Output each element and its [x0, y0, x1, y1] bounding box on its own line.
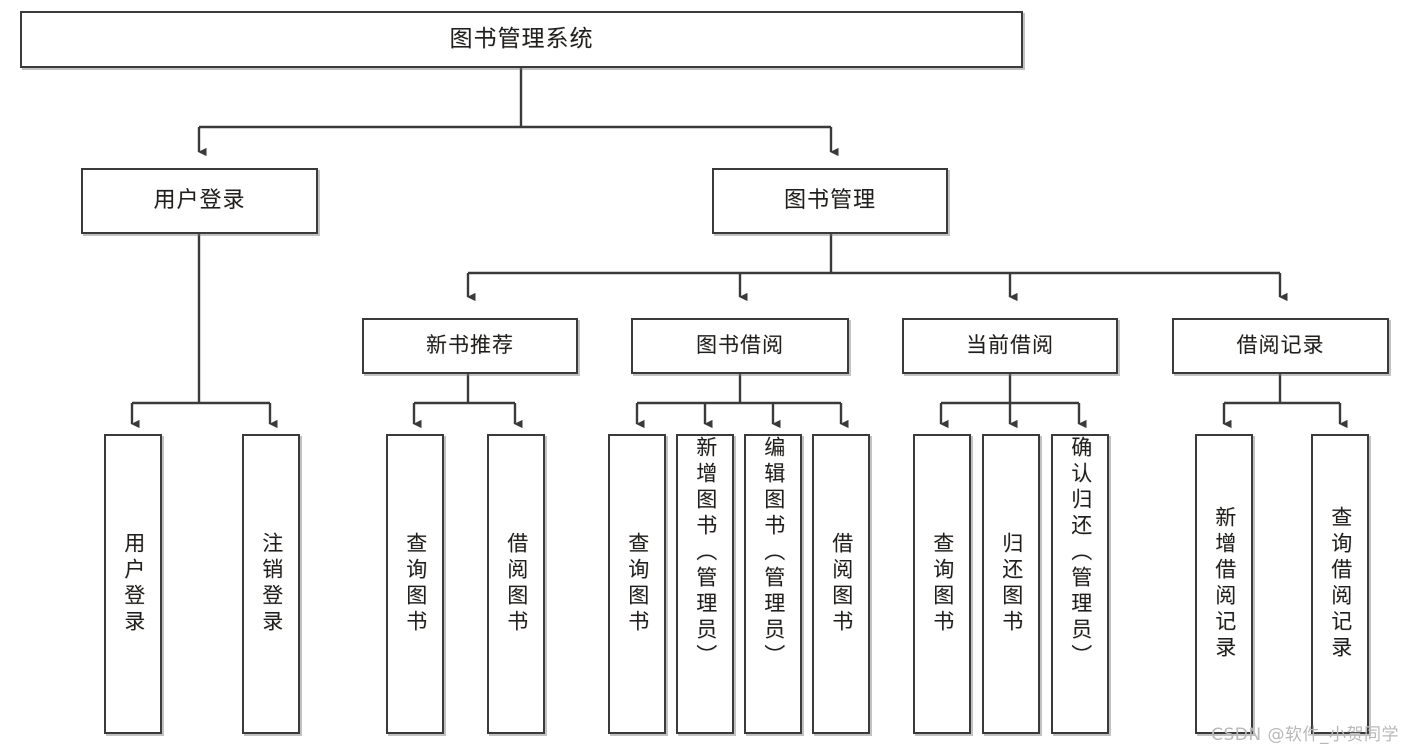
leaf-new-book-borrow-label: 借阅图书 [504, 532, 529, 636]
node-borrow-record-label: 借阅记录 [1236, 333, 1325, 358]
leaf-current-borrow-return[interactable]: 归还图书 [982, 434, 1040, 734]
leaf-record-query-label: 查询借阅记录 [1328, 506, 1353, 662]
leaf-new-book-query-label: 查询图书 [403, 532, 428, 636]
leaf-current-borrow-query[interactable]: 查询图书 [913, 434, 971, 734]
leaf-current-borrow-return-label: 归还图书 [999, 532, 1024, 636]
node-root-label: 图书管理系统 [449, 25, 594, 52]
node-book-management[interactable]: 图书管理 [712, 168, 948, 234]
node-book-borrow[interactable]: 图书借阅 [631, 318, 849, 374]
node-user-login-label: 用户登录 [153, 187, 246, 213]
leaf-book-borrow-query[interactable]: 查询图书 [608, 434, 666, 734]
leaf-record-add[interactable]: 新增借阅记录 [1195, 434, 1253, 734]
leaf-book-borrow-edit[interactable]: 编辑图书（管理员） [744, 434, 802, 734]
leaf-user-login-login-label: 用户登录 [121, 532, 146, 636]
node-new-book-recommend-label: 新书推荐 [426, 333, 514, 358]
node-book-borrow-label: 图书借阅 [696, 333, 784, 358]
node-user-login[interactable]: 用户登录 [81, 168, 318, 234]
node-new-book-recommend[interactable]: 新书推荐 [362, 318, 578, 374]
leaf-user-login-login[interactable]: 用户登录 [104, 434, 162, 734]
leaf-book-borrow-borrow[interactable]: 借阅图书 [812, 434, 870, 734]
leaf-new-book-query[interactable]: 查询图书 [386, 434, 444, 734]
leaf-book-borrow-borrow-label: 借阅图书 [829, 532, 854, 636]
leaf-record-add-label: 新增借阅记录 [1212, 506, 1237, 662]
leaf-record-query[interactable]: 查询借阅记录 [1311, 434, 1369, 734]
leaf-book-borrow-query-label: 查询图书 [625, 532, 650, 636]
node-root[interactable]: 图书管理系统 [20, 11, 1023, 68]
leaf-user-login-logout[interactable]: 注销登录 [242, 434, 300, 734]
leaf-current-borrow-query-label: 查询图书 [930, 532, 955, 636]
leaf-book-borrow-add-label: 新增图书（管理员） [693, 436, 718, 670]
leaf-book-borrow-edit-label: 编辑图书（管理员） [761, 436, 786, 670]
node-current-borrow[interactable]: 当前借阅 [902, 318, 1118, 374]
leaf-current-borrow-confirm[interactable]: 确认归还（管理员） [1051, 434, 1109, 734]
leaf-new-book-borrow[interactable]: 借阅图书 [487, 434, 545, 734]
csdn-watermark: CSDN @软件_小贺同学 [1211, 725, 1399, 745]
leaf-current-borrow-confirm-label: 确认归还（管理员） [1068, 436, 1093, 670]
node-book-management-label: 图书管理 [783, 187, 876, 213]
leaf-user-login-logout-label: 注销登录 [259, 532, 284, 636]
node-current-borrow-label: 当前借阅 [966, 333, 1054, 358]
node-borrow-record[interactable]: 借阅记录 [1172, 318, 1389, 374]
leaf-book-borrow-add[interactable]: 新增图书（管理员） [676, 434, 734, 734]
